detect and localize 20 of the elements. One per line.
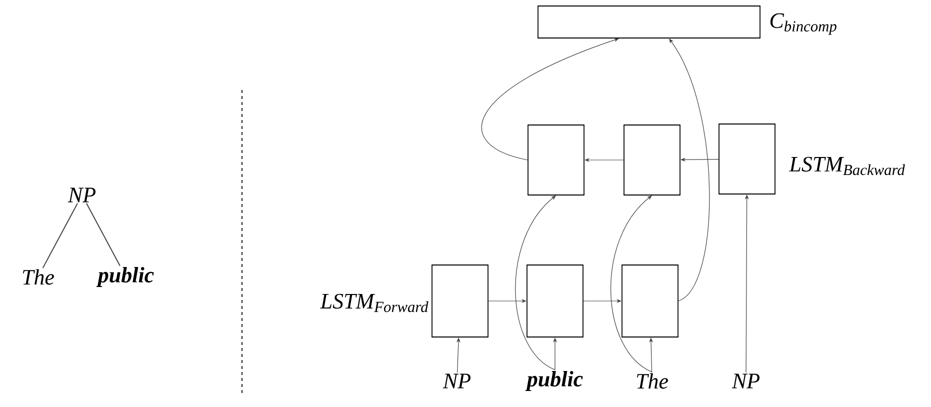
word-label: NP (68, 188, 96, 202)
word-label: The (636, 373, 668, 389)
word-label: NP (732, 374, 760, 388)
tree-branch (86, 202, 120, 266)
word-label: public (525, 371, 583, 391)
lstm-box (432, 264, 488, 338)
word-label: public (96, 267, 154, 287)
tree-branch (42, 202, 78, 269)
output-box (538, 6, 760, 38)
lstm-box (624, 124, 680, 196)
lstm-box (622, 264, 678, 338)
layer-label: C$_{bincomp}$ (770, 13, 836, 35)
lstm-box (526, 264, 584, 338)
lstm-box (718, 124, 776, 194)
layer-label: LSTM$_{Backward}$ (788, 156, 905, 176)
word-label: NP (442, 374, 470, 388)
layer-label: LSTM$_{Forward}$ (320, 294, 428, 312)
lstm-box (528, 124, 584, 196)
word-label: The (22, 269, 54, 285)
arrow (482, 38, 619, 160)
